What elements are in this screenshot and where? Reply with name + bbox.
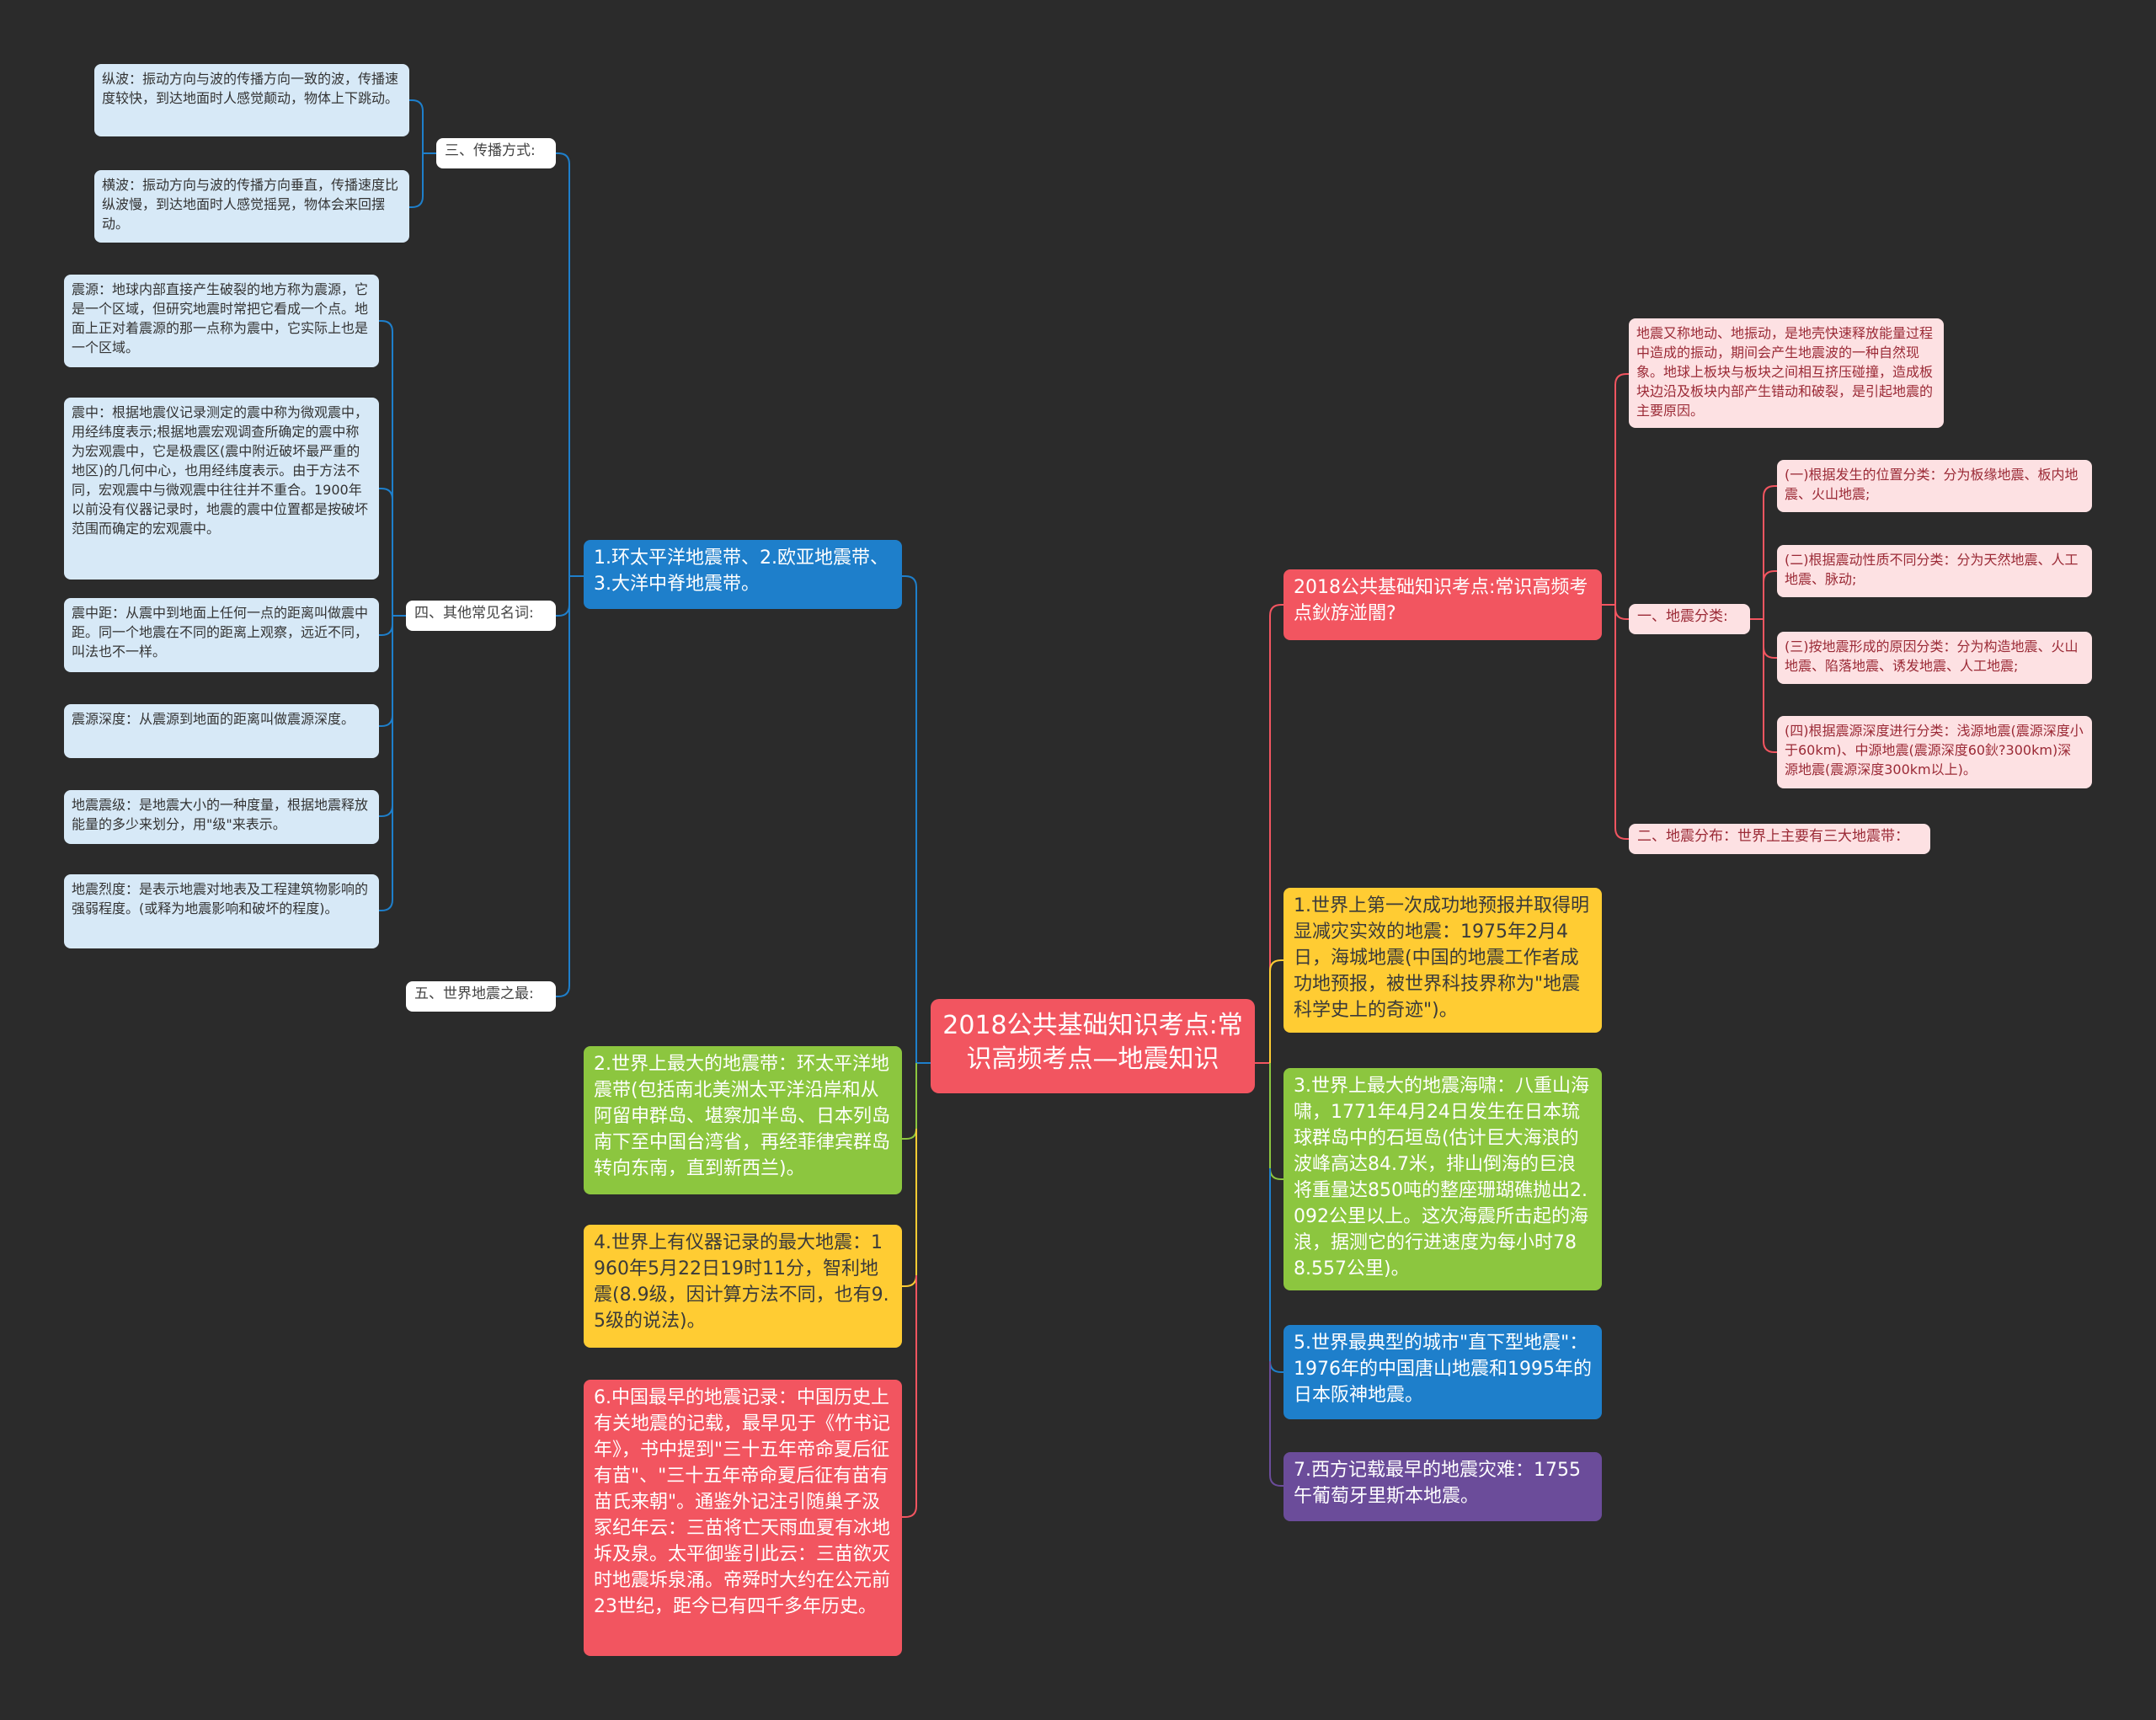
link-root-left [902, 575, 931, 1064]
transverse-wave-leaf[interactable]: 横波：振动方向与波的传播方向垂直，传播速度比纵波慢，到达地面时人感觉摇晃，物体会… [94, 170, 409, 243]
link-propagation-leaves [409, 99, 436, 208]
link-root-left-red [902, 1275, 917, 1518]
link-topic-subs [1602, 373, 1629, 840]
definition-leaf[interactable]: 地震又称地动、地振动，是地壳快速释放能量过程中造成的振动，期间会产生地震波的一种… [1629, 318, 1944, 428]
link-root-right-blue [1269, 1168, 1283, 1373]
link-root-left-green [902, 1063, 917, 1140]
term-epicentral-distance-leaf[interactable]: 震中距：从震中到地面上任何一点的距离叫做震中距。同一个地震在不同的距离上观察，远… [64, 598, 379, 672]
lisbon-node[interactable]: 7.西方记载最早的地震灾难：1755午葡萄牙里斯本地震。 [1283, 1452, 1602, 1521]
classification-location-leaf[interactable]: (一)根据发生的位置分类：分为板缘地震、板内地震、火山地震; [1777, 460, 2092, 512]
term-intensity-leaf[interactable]: 地震烈度：是表示地震对地表及工程建筑物影响的强弱程度。(或释为地震影响和破坏的程… [64, 874, 379, 948]
earliest-china-node[interactable]: 6.中国最早的地震记录：中国历史上有关地震的记载，最早见于《竹书记年》，书中提到… [584, 1380, 902, 1656]
link-terms-leaves [379, 320, 406, 911]
tsunami-node[interactable]: 3.世界上最大的地震海啸：八重山海啸，1771年4月24日发生在日本琉球群岛中的… [1283, 1068, 1602, 1290]
term-focus-leaf[interactable]: 震源：地球内部直接产生破裂的地方称为震源，它是一个区域，但研究地震时常把它看成一… [64, 275, 379, 367]
topic-node[interactable]: 2018公共基础知识考点:常识高频考点鈥斿湴闇? [1283, 569, 1602, 640]
haicheng-node[interactable]: 1.世界上第一次成功地预报并取得明显减灾实效的地震：1975年2月4日，海城地震… [1283, 888, 1602, 1033]
classification-label[interactable]: 一、地震分类: [1629, 604, 1750, 634]
classification-depth-leaf[interactable]: (四)根据震源深度进行分类：浅源地震(震源深度小于60km)、中源地震(震源深度… [1777, 716, 2092, 788]
urban-quake-node[interactable]: 5.世界最典型的城市"直下型地震"：1976年的中国唐山地震和1995年的日本阪… [1283, 1325, 1602, 1419]
link-belts-subs [556, 152, 584, 997]
link-classification-leaves [1750, 485, 1777, 753]
distribution-label[interactable]: 二、地震分布：世界上主要有三大地震带： [1629, 824, 1930, 854]
term-epicenter-leaf[interactable]: 震中：根据地震仪记录测定的震中称为微观震中，用经纬度表示;根据地震宏观调查所确定… [64, 398, 379, 580]
belts-node[interactable]: 1.环太平洋地震带、2.欧亚地震带、3.大洋中脊地震带。 [584, 540, 902, 609]
root-topic[interactable]: 2018公共基础知识考点:常识高频考点—地震知识 [931, 999, 1255, 1093]
term-magnitude-leaf[interactable]: 地震震级：是地震大小的一种度量，根据地震释放能量的多少来划分，用"级"来表示。 [64, 790, 379, 844]
records-label[interactable]: 五、世界地震之最: [406, 981, 556, 1012]
largest-belt-node[interactable]: 2.世界上最大的地震带：环太平洋地震带(包括南北美洲太平洋沿岸和从阿留申群岛、堪… [584, 1046, 902, 1194]
link-root-right [1255, 604, 1283, 1064]
classification-nature-leaf[interactable]: (二)根据震动性质不同分类：分为天然地震、人工地震、脉动; [1777, 545, 2092, 597]
link-root-right-green [1269, 1063, 1283, 1180]
link-root-right-yellow [1269, 959, 1283, 1063]
classification-cause-leaf[interactable]: (三)按地震形成的原因分类：分为构造地震、火山地震、陷落地震、诱发地震、人工地震… [1777, 632, 2092, 684]
largest-recorded-node[interactable]: 4.世界上有仪器记录的最大地震：1960年5月22日19时11分，智利地震(8.… [584, 1225, 902, 1348]
propagation-label[interactable]: 三、传播方式: [436, 138, 556, 168]
link-root-right-purple [1269, 1361, 1283, 1487]
longitudinal-wave-leaf[interactable]: 纵波：振动方向与波的传播方向一致的波，传播速度较快，到达地面时人感觉颠动，物体上… [94, 64, 409, 136]
link-root-left-yellow [902, 1129, 917, 1287]
term-focal-depth-leaf[interactable]: 震源深度：从震源到地面的距离叫做震源深度。 [64, 704, 379, 758]
terms-label[interactable]: 四、其他常见名词: [406, 601, 556, 631]
